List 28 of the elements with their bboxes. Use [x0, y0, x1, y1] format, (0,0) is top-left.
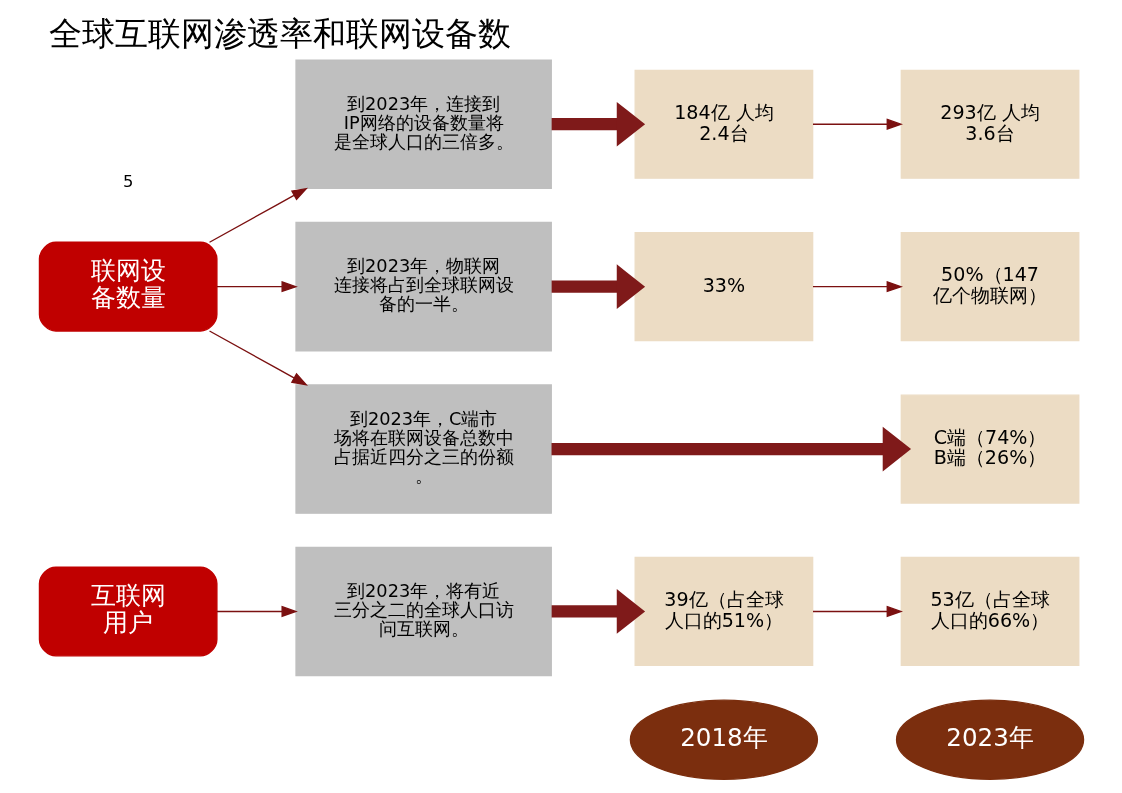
label: 5 — [122, 172, 133, 192]
node-box: 联网设备数量 — [38, 241, 218, 332]
arrow — [215, 280, 298, 293]
node-box: 33% — [634, 232, 813, 342]
diagram-title: 全球互联网渗透率和联网设备数 — [48, 15, 511, 54]
node-box: 到2023年，将有近三分之二的全球人口访问互联网。 — [294, 546, 552, 677]
node-ellipse: 2018年 — [629, 699, 818, 780]
arrow — [811, 280, 903, 293]
arrow — [811, 118, 903, 130]
node-box: 到2023年，物联网连接将占到全球联网设备的一半。 — [294, 221, 552, 352]
node-box: C端（74%） B端（26%） — [900, 394, 1079, 504]
node-box: 53亿（占全球人口的66%） — [900, 556, 1079, 667]
arrow — [551, 264, 645, 309]
arrow — [551, 101, 645, 147]
node-box: 184亿 人均2.4台 — [634, 69, 813, 179]
node-ellipse: 2023年 — [895, 699, 1084, 780]
node-box: 293亿 人均3.6台 — [900, 69, 1079, 179]
node-box: 39亿（占全球人口的51%） — [634, 556, 813, 667]
node-box: 互联网用户 — [38, 566, 218, 657]
arrow — [551, 589, 645, 634]
arrow — [215, 605, 298, 618]
node-box: 50%（147亿个物联网） — [900, 232, 1079, 342]
arrow — [811, 605, 903, 618]
arrow — [208, 330, 308, 386]
node-box: 到2023年，连接到IP网络的设备数量将是全球人口的三倍多。 — [294, 59, 552, 190]
arrow — [208, 187, 308, 243]
node-box: 到2023年，C端市场将在联网设备总数中占据近四分之三的份额。 — [294, 384, 552, 514]
arrow — [551, 426, 911, 472]
